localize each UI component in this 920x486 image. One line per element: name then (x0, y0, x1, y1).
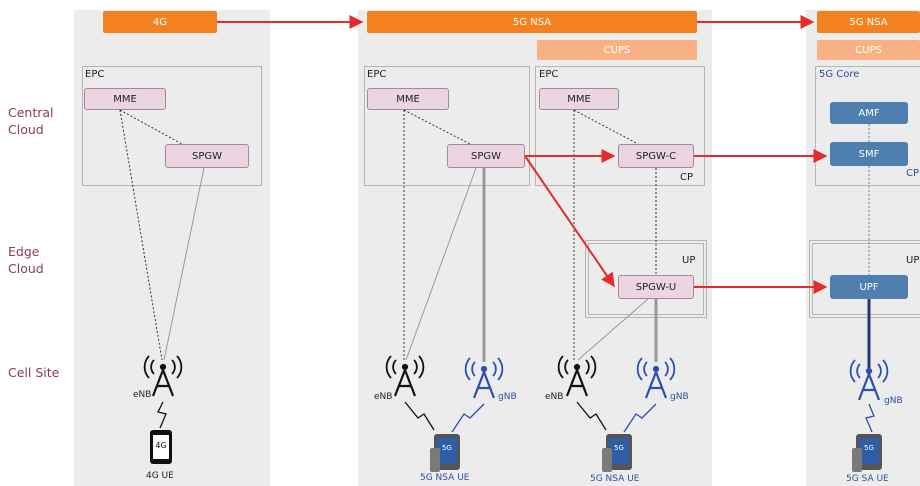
epc-frame-4g (82, 66, 262, 186)
up-label: UP (682, 255, 696, 266)
gnb-label: gNB (498, 392, 517, 402)
line-spgw-enb-4g (163, 167, 205, 361)
mme-box-nsa: MME (367, 88, 449, 110)
radio-link-nsa-enb (404, 401, 435, 431)
cp-label-right: CP (906, 168, 920, 179)
phone-5g-icon (602, 434, 632, 472)
column-5g-sa-bg (806, 10, 920, 486)
banner-cups-right: CUPS (817, 40, 920, 60)
amf-box: AMF (830, 102, 908, 124)
enb-label: eNB (133, 390, 152, 400)
spgw-box-nsa: SPGW (447, 144, 525, 168)
phone-5g-badge: 5G (614, 444, 624, 452)
row-label-cell-site: Cell Site (8, 365, 60, 380)
enb-label: eNB (374, 392, 393, 402)
phone-4g-badge: 4G (155, 441, 167, 450)
radio-link-4g (157, 401, 167, 429)
smf-box: SMF (830, 142, 908, 166)
radio-link-cups-gnb (623, 403, 657, 433)
mme-box-4g: MME (84, 88, 166, 110)
upf-box: UPF (830, 275, 908, 299)
epc-label-nsa: EPC (367, 69, 387, 80)
banner-4g: 4G (103, 11, 217, 33)
epc-label-cups: EPC (539, 69, 559, 80)
dotted-mme-spgw-nsa (403, 109, 471, 145)
phone-5g-icon (430, 434, 460, 472)
dotted-mme-spgwc (573, 109, 639, 145)
gnb-label: gNB (670, 392, 689, 402)
epc-frame-cups (535, 66, 705, 186)
banner-5g-nsa: 5G NSA (367, 11, 697, 33)
dotted-mme-spgw-4g (119, 109, 183, 145)
arrow-spgw-to-spgwu (524, 155, 615, 288)
up-frame-right-inner (812, 243, 920, 315)
ue-label-5g-sa: 5G SA UE (846, 474, 889, 484)
enb-tower-icon (143, 355, 183, 397)
core-5g-label: 5G Core (819, 69, 860, 80)
radio-link-nsa-gnb (451, 403, 485, 433)
core-5g-frame (815, 66, 920, 186)
spgw-c-box: SPGW-C (618, 144, 694, 168)
up-frame-inner (588, 243, 704, 315)
line-spgwu-enb-cups (577, 298, 649, 361)
up-frame (585, 240, 707, 318)
banner-cups: CUPS (537, 40, 697, 60)
phone-5g-badge: 5G (864, 444, 874, 452)
enb-tower-icon (557, 355, 597, 397)
gnb-tower-icon (636, 357, 676, 399)
ue-label-4g: 4G UE (146, 471, 174, 481)
up-label-right: UP (906, 255, 920, 266)
gnb-label: gNB (884, 396, 903, 406)
gnb-tower-icon (849, 359, 889, 401)
spgw-u-box: SPGW-U (618, 275, 694, 299)
radio-link-sa (865, 403, 875, 433)
radio-link-cups-enb (576, 401, 607, 431)
banner-5g-nsa-right: 5G NSA (817, 11, 920, 33)
enb-label: eNB (545, 392, 564, 402)
mme-box-cups: MME (539, 88, 619, 110)
epc-frame-nsa (364, 66, 530, 186)
phone-5g-badge: 5G (442, 444, 452, 452)
spgw-box-4g: SPGW (165, 144, 249, 168)
ue-label-5g-nsa: 5G NSA UE (420, 473, 470, 483)
epc-label-4g: EPC (85, 69, 105, 80)
cp-label: CP (680, 172, 694, 183)
gnb-tower-icon (464, 357, 504, 399)
line-spgw-enb-nsa (405, 167, 477, 361)
ue-label-5g-nsa: 5G NSA UE (590, 474, 640, 484)
phone-4g-icon (150, 430, 172, 464)
enb-tower-icon (385, 355, 425, 397)
up-frame-right (809, 240, 920, 318)
dotted-mme-enb-4g (119, 109, 163, 361)
phone-5g-icon (852, 434, 882, 472)
